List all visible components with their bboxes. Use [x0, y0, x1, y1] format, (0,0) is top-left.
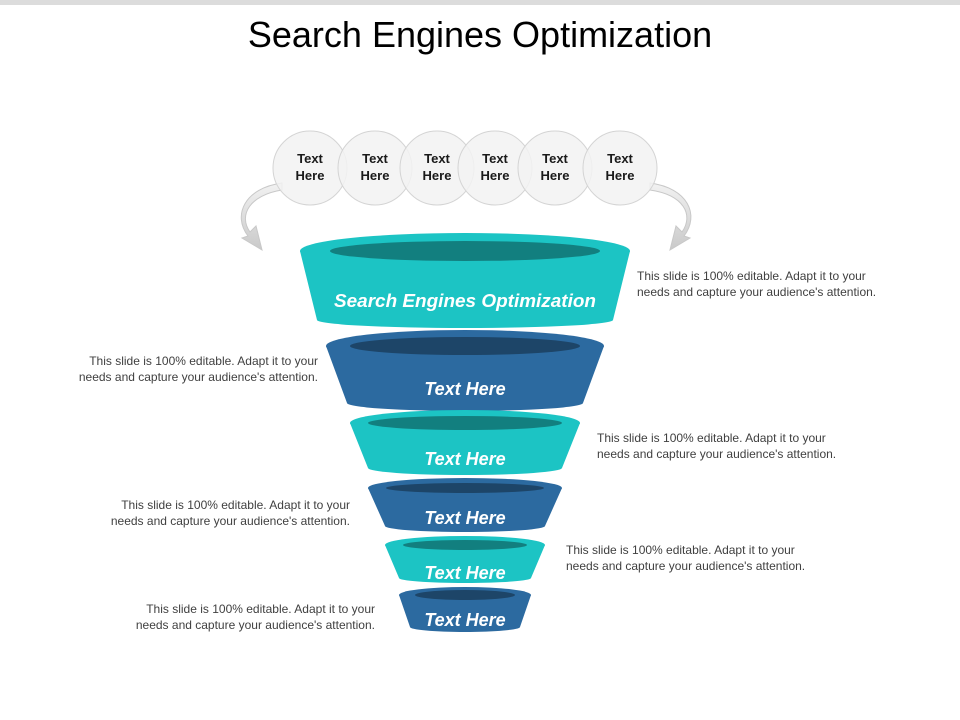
layer-description: This slide is 100% editable. Adapt it to… [597, 430, 897, 462]
funnel-layer: Text Here [368, 478, 562, 532]
description-line: This slide is 100% editable. Adapt it to… [637, 269, 866, 283]
circle-label: Here [296, 168, 325, 183]
funnel-layer-label: Text Here [424, 379, 505, 399]
circle-label: Here [606, 168, 635, 183]
funnel-layer-label: Text Here [424, 610, 505, 630]
circle-label: Text [362, 151, 388, 166]
layer-description: This slide is 100% editable. Adapt it to… [75, 601, 375, 633]
layer-description: This slide is 100% editable. Adapt it to… [50, 497, 350, 529]
funnel-layer: Search Engines Optimization [300, 233, 630, 328]
funnel-layer: Text Here [326, 330, 604, 411]
funnel-layer-label: Search Engines Optimization [334, 291, 596, 311]
funnel-layer: Text Here [399, 587, 531, 632]
page-title: Search Engines Optimization [247, 14, 713, 55]
right-curved-arrow-icon [649, 182, 692, 252]
circle-label: Here [541, 168, 570, 183]
funnel-layer-label: Text Here [424, 449, 505, 469]
circle-label: Text [542, 151, 568, 166]
funnel-layer-label: Text Here [424, 508, 505, 528]
description-line: needs and capture your audience's attent… [110, 514, 350, 528]
circle-label: Here [423, 168, 452, 183]
description-line: needs and capture your audience's attent… [78, 370, 318, 384]
description-line: This slide is 100% editable. Adapt it to… [121, 498, 350, 512]
layer-description: This slide is 100% editable. Adapt it to… [18, 353, 318, 385]
description-line: This slide is 100% editable. Adapt it to… [566, 543, 795, 557]
description-line: needs and capture your audience's attent… [597, 447, 837, 461]
layer-description: This slide is 100% editable. Adapt it to… [637, 268, 937, 300]
circle-label: Text [607, 151, 633, 166]
circle-label: Text [297, 151, 323, 166]
circle-label: Text [482, 151, 508, 166]
description-line: This slide is 100% editable. Adapt it to… [146, 602, 375, 616]
description-line: needs and capture your audience's attent… [637, 285, 877, 299]
layer-description: This slide is 100% editable. Adapt it to… [566, 542, 866, 574]
left-curved-arrow-icon [240, 182, 283, 252]
description-line: needs and capture your audience's attent… [566, 559, 806, 573]
top-border [0, 0, 960, 5]
circle-label: Here [481, 168, 510, 183]
funnel-layer: Text Here [350, 410, 580, 475]
circle-label: Text [424, 151, 450, 166]
funnel-layer: Text Here [385, 536, 545, 583]
funnel-layer-label: Text Here [424, 563, 505, 583]
description-line: needs and capture your audience's attent… [135, 618, 375, 632]
description-line: This slide is 100% editable. Adapt it to… [89, 354, 318, 368]
description-line: This slide is 100% editable. Adapt it to… [597, 431, 826, 445]
circle-label: Here [361, 168, 390, 183]
